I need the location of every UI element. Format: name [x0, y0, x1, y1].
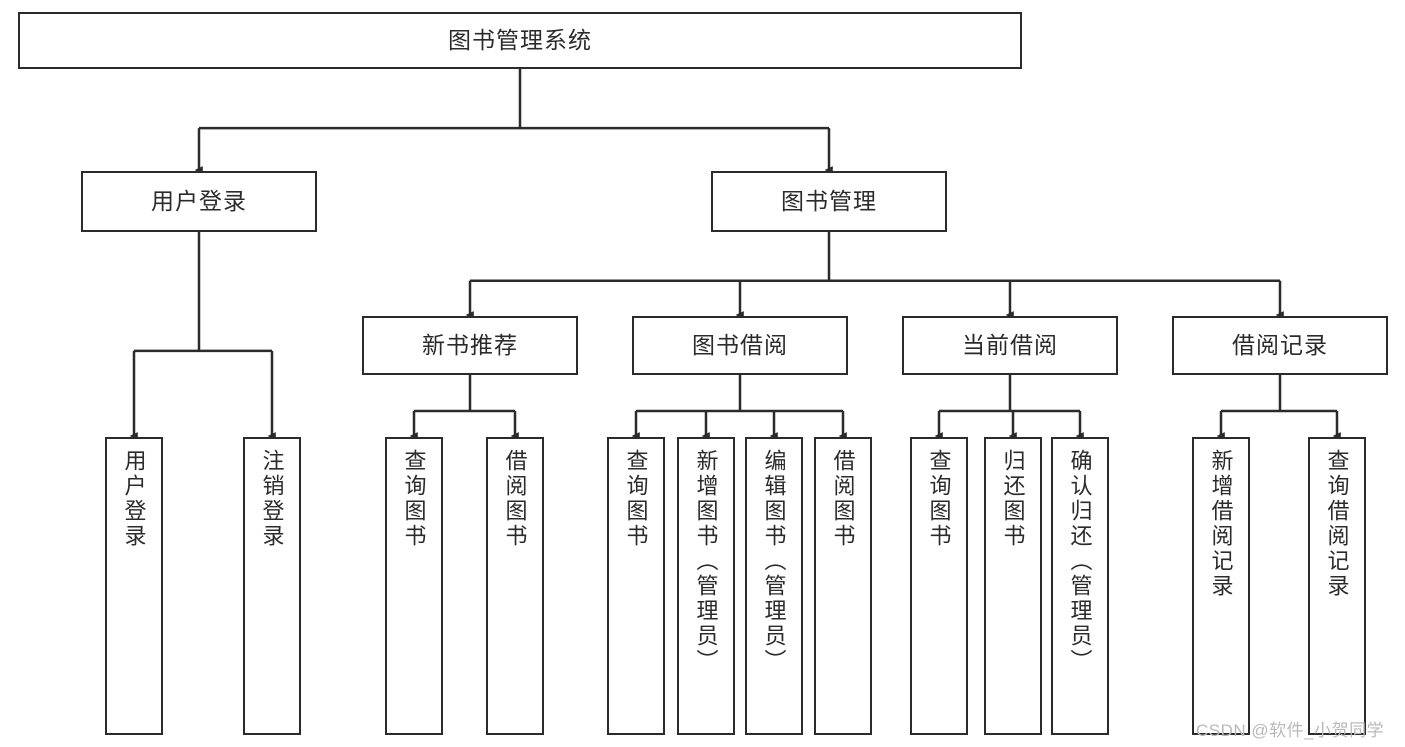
node-label: 查询图书 [623, 449, 649, 549]
node-label: 确认归还（管理员） [1067, 449, 1093, 674]
node-records[interactable]: 借阅记录 [1172, 316, 1388, 375]
node-label: 图书借阅 [692, 331, 788, 358]
node-bookmgr[interactable]: 图书管理 [711, 171, 947, 232]
node-b-add[interactable]: 新增图书（管理员） [677, 437, 735, 735]
node-n-query[interactable]: 查询图书 [385, 437, 443, 735]
node-label: 查询图书 [926, 449, 952, 549]
node-login[interactable]: 用户登录 [81, 171, 317, 232]
node-label: 查询图书 [401, 449, 427, 549]
node-label: 用户登录 [121, 449, 147, 549]
node-b-lend[interactable]: 借阅图书 [814, 437, 872, 735]
node-l-logout[interactable]: 注销登录 [243, 437, 301, 735]
node-b-query[interactable]: 查询图书 [607, 437, 665, 735]
node-b-edit[interactable]: 编辑图书（管理员） [745, 437, 803, 735]
node-c-query[interactable]: 查询图书 [910, 437, 968, 735]
node-borrow[interactable]: 图书借阅 [632, 316, 848, 375]
node-label: 借阅图书 [502, 449, 528, 549]
node-label: 新增图书（管理员） [693, 449, 719, 674]
node-current[interactable]: 当前借阅 [902, 316, 1118, 375]
node-label: 借阅图书 [830, 449, 856, 549]
node-label: 新书推荐 [422, 331, 518, 358]
node-label: 编辑图书（管理员） [761, 449, 787, 674]
node-r-add[interactable]: 新增借阅记录 [1192, 437, 1250, 735]
node-label: 归还图书 [1000, 449, 1026, 549]
node-label: 新增借阅记录 [1208, 449, 1234, 599]
node-label: 图书管理 [781, 187, 877, 214]
node-c-confirm[interactable]: 确认归还（管理员） [1051, 437, 1109, 735]
node-c-return[interactable]: 归还图书 [984, 437, 1042, 735]
node-label: 当前借阅 [962, 331, 1058, 358]
node-n-borrow[interactable]: 借阅图书 [486, 437, 544, 735]
node-l-login[interactable]: 用户登录 [105, 437, 163, 735]
node-label: 借阅记录 [1232, 331, 1328, 358]
node-root[interactable]: 图书管理系统 [18, 12, 1022, 69]
node-r-query[interactable]: 查询借阅记录 [1308, 437, 1366, 735]
node-label: 注销登录 [259, 449, 285, 549]
node-label: 用户登录 [151, 187, 247, 214]
node-label: 图书管理系统 [448, 26, 592, 53]
edge-group [129, 69, 1341, 440]
node-label: 查询借阅记录 [1324, 449, 1350, 599]
node-newbook[interactable]: 新书推荐 [362, 316, 578, 375]
